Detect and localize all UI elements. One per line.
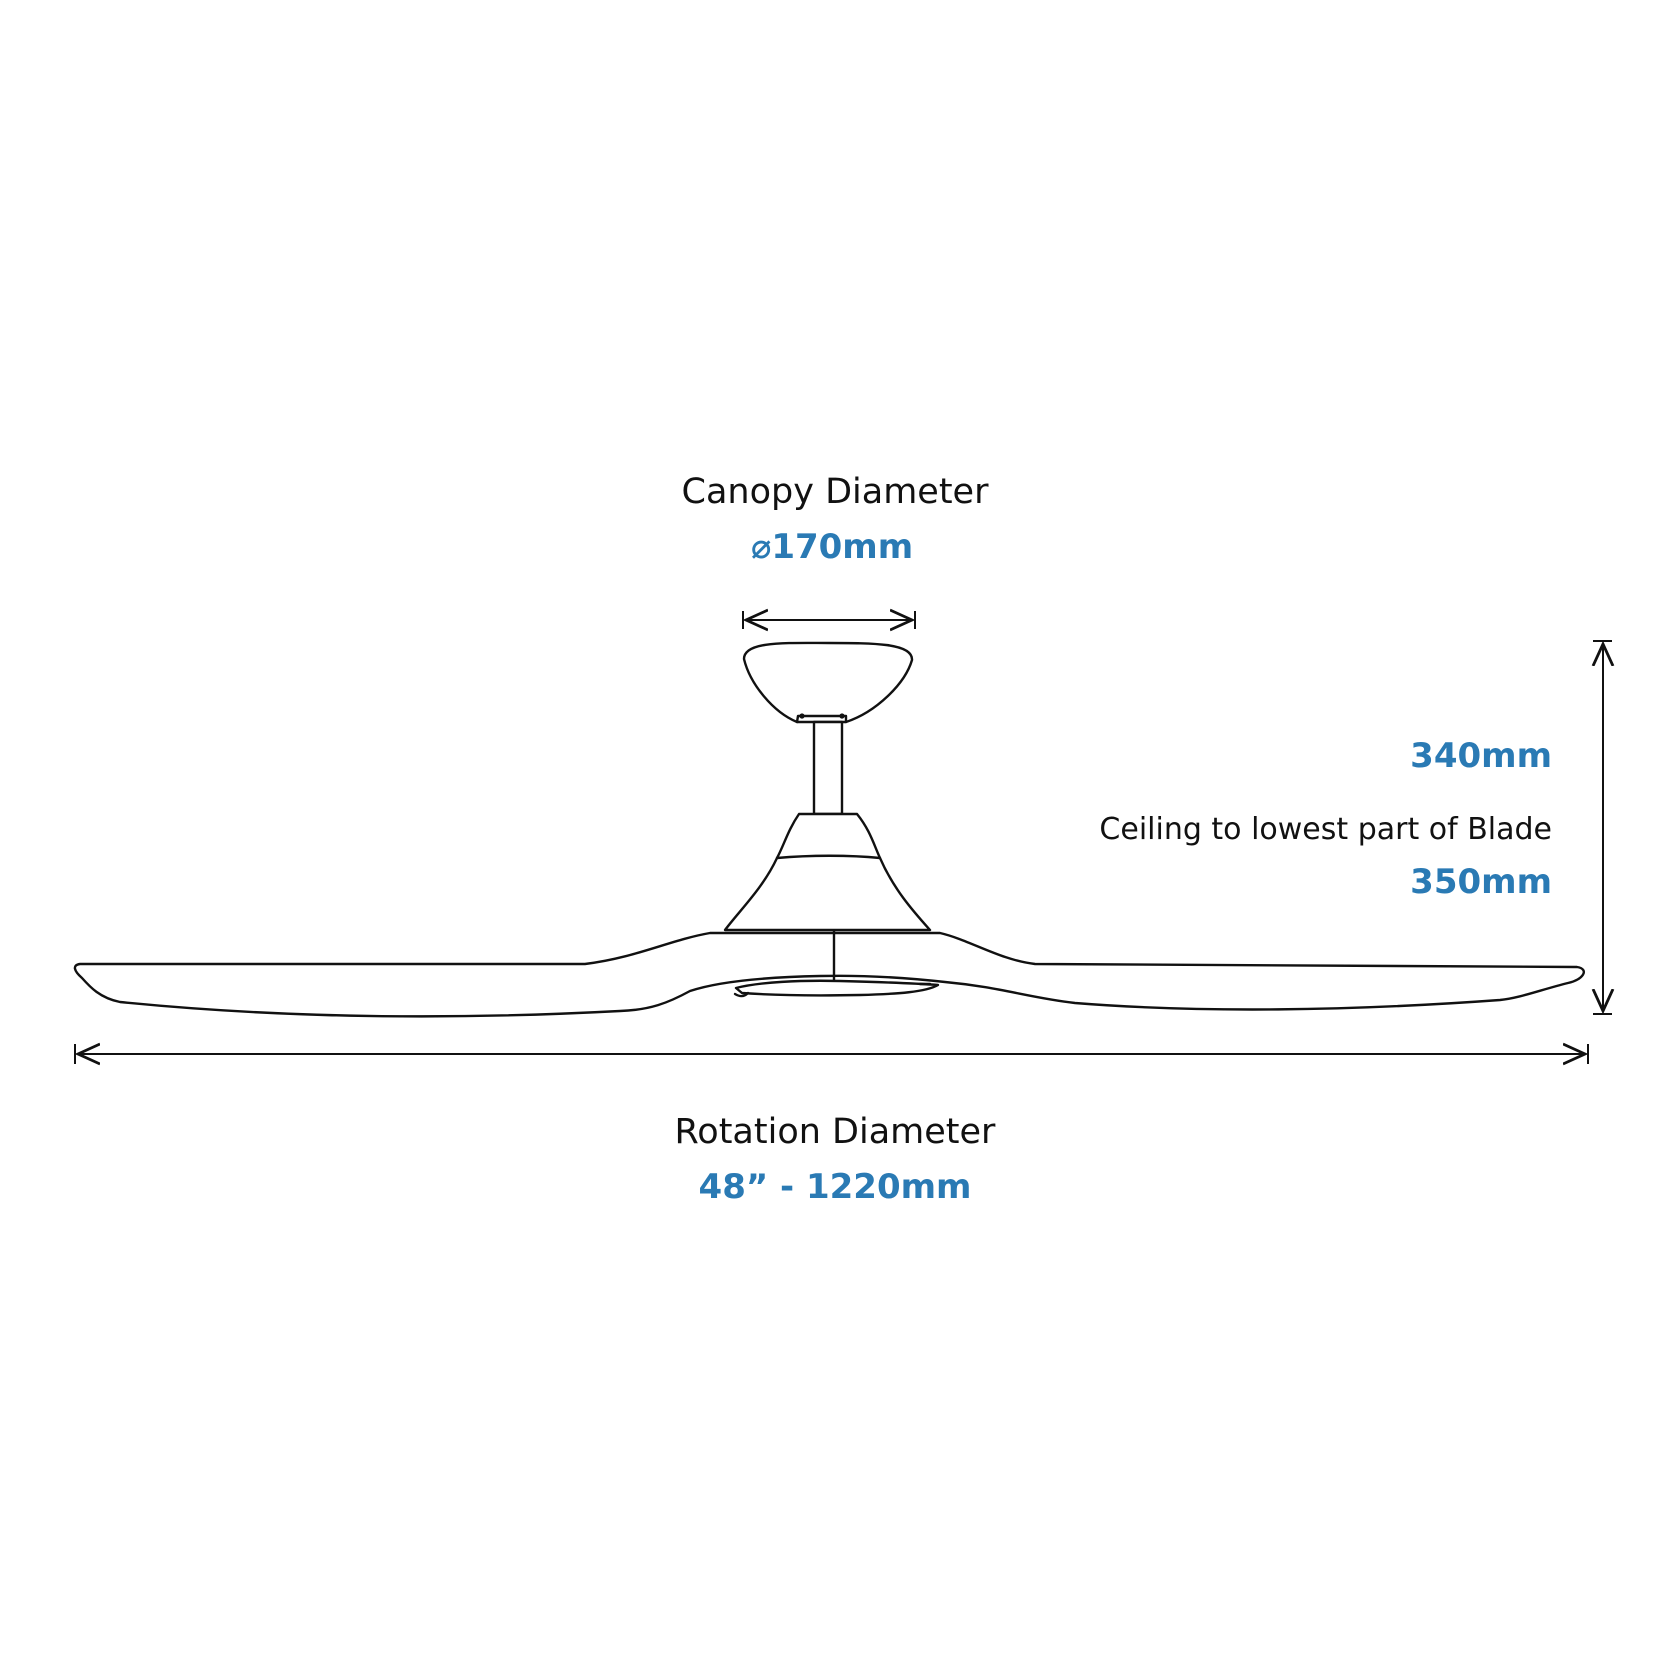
ceiling-to-blade-value: 350mm xyxy=(1410,862,1552,902)
ceiling-to-blade-label: Ceiling to lowest part of Blade xyxy=(1099,812,1552,847)
light-kit xyxy=(734,979,940,997)
ceiling-fan-drawing xyxy=(73,641,1585,1018)
blade-shape xyxy=(73,931,1585,1018)
rotation-diameter-value: 48” - 1220mm xyxy=(698,1167,972,1207)
downrod xyxy=(812,720,844,816)
canopy-shape xyxy=(742,641,914,724)
height-dimension-line xyxy=(1593,640,1612,1015)
canopy-dimension-line xyxy=(742,611,916,629)
motor-housing xyxy=(723,812,932,932)
fan-height-value: 340mm xyxy=(1410,736,1552,776)
canopy-diameter-title: Canopy Diameter xyxy=(681,472,989,512)
rotation-diameter-title: Rotation Diameter xyxy=(674,1112,996,1152)
rotation-dimension-line xyxy=(74,1044,1589,1064)
canopy-diameter-value: ⌀170mm xyxy=(750,527,914,567)
